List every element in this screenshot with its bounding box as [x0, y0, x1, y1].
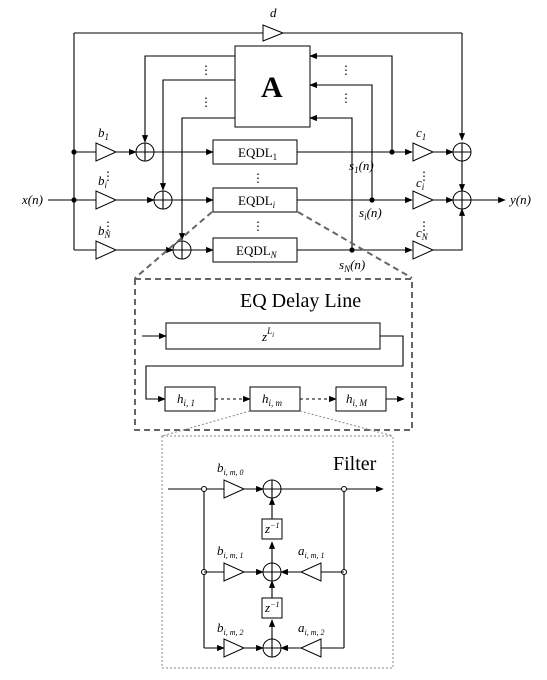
svg-text:⋮: ⋮ — [200, 95, 212, 109]
filter-h-im — [249, 386, 301, 412]
svg-text:⋮: ⋮ — [102, 219, 114, 233]
svg-text:⋮: ⋮ — [200, 63, 212, 77]
svg-text:⋮: ⋮ — [418, 169, 430, 183]
cN-label: cN — [416, 225, 429, 242]
bN-label: bN — [98, 223, 112, 240]
b2-filter-label: bi, m, 2 — [217, 620, 244, 637]
a2-label: ai, m, 2 — [298, 620, 325, 637]
svg-text:z−1: z−1 — [264, 521, 279, 536]
eqdl-N-label: EQDLN — [236, 243, 278, 260]
sN-label: sN(n) — [339, 257, 365, 274]
svg-text:⋮: ⋮ — [418, 219, 430, 233]
svg-text:hi, 1: hi, 1 — [177, 391, 195, 408]
gain-bN-triangle — [95, 240, 118, 260]
matrix-A-label: A — [261, 71, 283, 104]
svg-text:⋮: ⋮ — [252, 219, 264, 233]
gain-cN-triangle — [412, 240, 435, 260]
input-x-label: x(n) — [21, 192, 43, 207]
svg-text:z−1: z−1 — [264, 600, 279, 615]
filter-panel — [161, 435, 394, 669]
gain-a2-triangle — [299, 638, 322, 658]
eqdl-1-box — [212, 139, 298, 165]
feedback-matrix-A — [234, 45, 311, 128]
svg-text:⋮: ⋮ — [102, 169, 114, 183]
delay-zL-label: zLi — [261, 326, 274, 344]
ci-label: ci — [416, 175, 425, 192]
svg-text:⋮: ⋮ — [252, 171, 264, 185]
filter-title: Filter — [333, 453, 377, 475]
gain-a1-triangle — [299, 562, 322, 582]
filter-h-iM — [335, 386, 387, 412]
gain-d-triangle — [262, 24, 285, 42]
gain-d-label: d — [270, 5, 277, 20]
eq-delay-line-title: EQ Delay Line — [240, 290, 361, 312]
svg-text:hi, m: hi, m — [262, 391, 283, 408]
eqdl-i-label: EQDLi — [238, 193, 276, 210]
svg-text:⋮: ⋮ — [340, 91, 352, 105]
gain-ci-triangle — [412, 190, 435, 210]
gain-b0-triangle — [223, 479, 246, 499]
output-y-label: y(n) — [508, 192, 531, 207]
gain-bi-triangle — [95, 190, 118, 210]
b1-filter-label: bi, m, 1 — [217, 543, 244, 560]
b0-label: bi, m, 0 — [217, 460, 244, 477]
gain-b1-filter-triangle — [223, 562, 246, 582]
bi-label: bi — [98, 173, 108, 190]
gain-b1-triangle — [95, 142, 118, 162]
eqdl-i-box — [212, 187, 298, 213]
svg-text:hi, M: hi, M — [346, 391, 368, 408]
b1-label: b1 — [98, 125, 109, 142]
c1-label: c1 — [416, 125, 426, 142]
eqdl-N-box — [212, 237, 298, 263]
s1-label: s1(n) — [349, 158, 374, 175]
svg-text:⋮: ⋮ — [340, 63, 352, 77]
a1-label: ai, m, 1 — [298, 543, 325, 560]
filter-h-i1 — [164, 386, 216, 412]
eqdl-1-label: EQDL1 — [238, 145, 277, 162]
gain-c1-triangle — [412, 142, 435, 162]
si-label: si(n) — [359, 205, 382, 222]
gain-b2-filter-triangle — [223, 638, 246, 658]
